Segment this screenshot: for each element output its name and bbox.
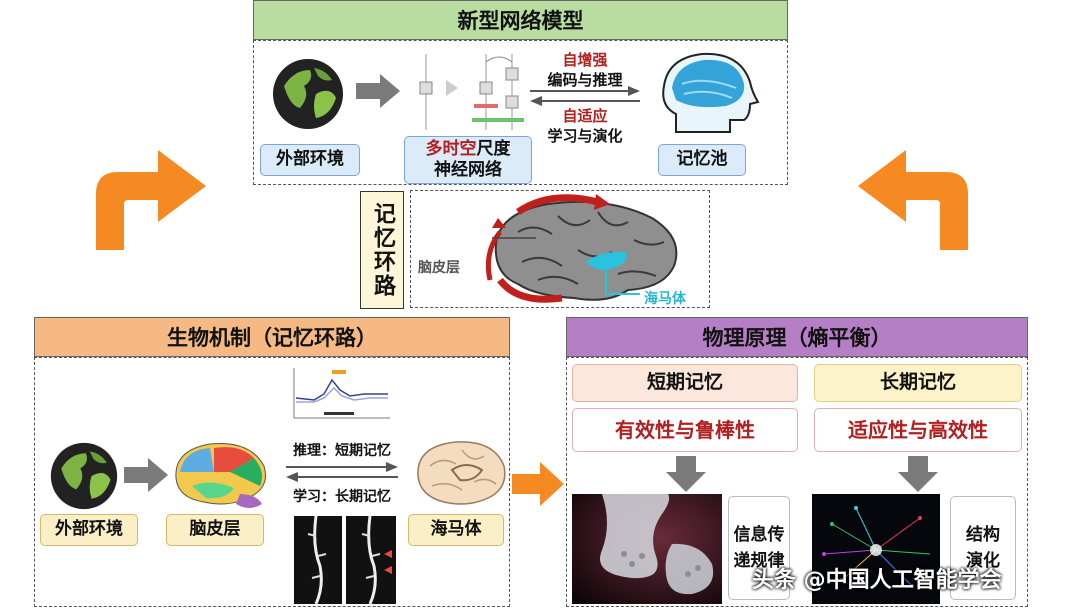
- top-pool-text: 记忆池: [676, 149, 728, 170]
- bio-hippocampus-text: 海马体: [430, 519, 482, 540]
- short-term-property-text: 有效性与鲁棒性: [615, 417, 755, 442]
- long-term-down-arrow-icon: [898, 456, 938, 492]
- short-term-title: 短期记忆: [572, 364, 798, 402]
- bio-env-label: 外部环境: [40, 514, 138, 546]
- top-arrow-down-text: 学习与演化: [547, 127, 623, 145]
- circuit-hippocampus-label: 海马体: [644, 291, 686, 307]
- network-structure-image-icon: [812, 494, 940, 604]
- top-panel: [253, 40, 788, 185]
- bio-panel: [34, 357, 510, 607]
- short-term-down-arrow-icon: [666, 456, 706, 492]
- circuit-cortex-label: 脑皮层: [418, 260, 460, 276]
- left-curved-orange-arrow-icon: [96, 150, 206, 250]
- memory-pool-head-icon: [662, 52, 760, 133]
- bio-cortex-text: 脑皮层: [189, 519, 241, 540]
- long-term-property-text: 适应性与高效性: [848, 417, 988, 442]
- bio-cortex-label: 脑皮层: [166, 514, 264, 546]
- top-arrow-up-text: 编码与推理: [547, 71, 623, 89]
- circuit-vertical-label-box: 记忆环路: [360, 191, 404, 309]
- top-network-rest-text: 尺度: [476, 138, 511, 159]
- bio-hippocampus-label: 海马体: [408, 514, 504, 546]
- top-env-text: 外部环境: [276, 149, 344, 170]
- phys-title-bar: 物理原理（熵平衡）: [566, 317, 1028, 357]
- top-network-line2: 神经网络: [434, 160, 502, 180]
- neural-activity-plot-icon: [293, 368, 390, 419]
- bio-title: 生物机制（记忆环路）: [167, 326, 377, 350]
- top-title: 新型网络模型: [457, 9, 584, 33]
- hippocampus-brain-icon: [417, 441, 506, 505]
- circuit-vertical-label: 记忆环路: [370, 202, 395, 298]
- bio-gray-arrow-icon: [124, 458, 168, 492]
- brain-circuit-icon: [485, 194, 678, 303]
- earth-icon: [273, 59, 343, 129]
- colored-brain-icon: [175, 442, 266, 508]
- long-term-side-label: 结构演化: [950, 496, 1016, 600]
- top-network-red-text: 多时空: [425, 138, 477, 159]
- top-network-label: 多时空尺度 神经网络: [404, 136, 532, 184]
- bio-reasoning-text: 推理：短期记忆: [293, 443, 391, 459]
- middle-orange-arrow-icon: [512, 462, 564, 506]
- top-env-label: 外部环境: [260, 144, 360, 176]
- bio-title-bar: 生物机制（记忆环路）: [34, 317, 510, 357]
- bio-earth-icon: [50, 442, 118, 510]
- watermark: 头条 @中国人工智能学会: [752, 568, 1002, 593]
- right-curved-orange-arrow-icon: [858, 150, 968, 250]
- circuit-panel: [410, 190, 710, 308]
- bio-env-text: 外部环境: [55, 519, 123, 540]
- long-term-title: 长期记忆: [814, 364, 1022, 402]
- dendrite-micrograph-icon: [294, 516, 396, 604]
- short-term-property: 有效性与鲁棒性: [572, 408, 798, 452]
- bio-learning-text: 学习：长期记忆: [293, 489, 391, 505]
- short-term-side-label: 信息传递规律: [728, 496, 790, 600]
- bio-double-arrow-icon: [286, 462, 398, 482]
- synapse-image-icon: [572, 494, 722, 604]
- long-term-side-text: 结构演化: [965, 524, 1000, 571]
- top-arrow-down-red: 自适应: [562, 107, 608, 125]
- gray-arrow-icon: [356, 74, 400, 108]
- top-pool-label: 记忆池: [658, 144, 746, 176]
- phys-title: 物理原理（熵平衡）: [702, 326, 892, 350]
- long-term-property: 适应性与高效性: [814, 408, 1022, 452]
- long-term-title-text: 长期记忆: [879, 371, 956, 394]
- double-arrow-icon: [530, 86, 640, 106]
- phys-panel: [566, 357, 1028, 607]
- short-term-title-text: 短期记忆: [646, 371, 723, 394]
- neural-network-diagram-icon: [419, 54, 524, 130]
- top-title-bar: 新型网络模型: [253, 0, 788, 40]
- short-term-side-text: 信息传递规律: [733, 524, 785, 571]
- top-arrow-up-red: 自增强: [562, 51, 608, 69]
- top-network-line1: 多时空尺度: [426, 139, 511, 160]
